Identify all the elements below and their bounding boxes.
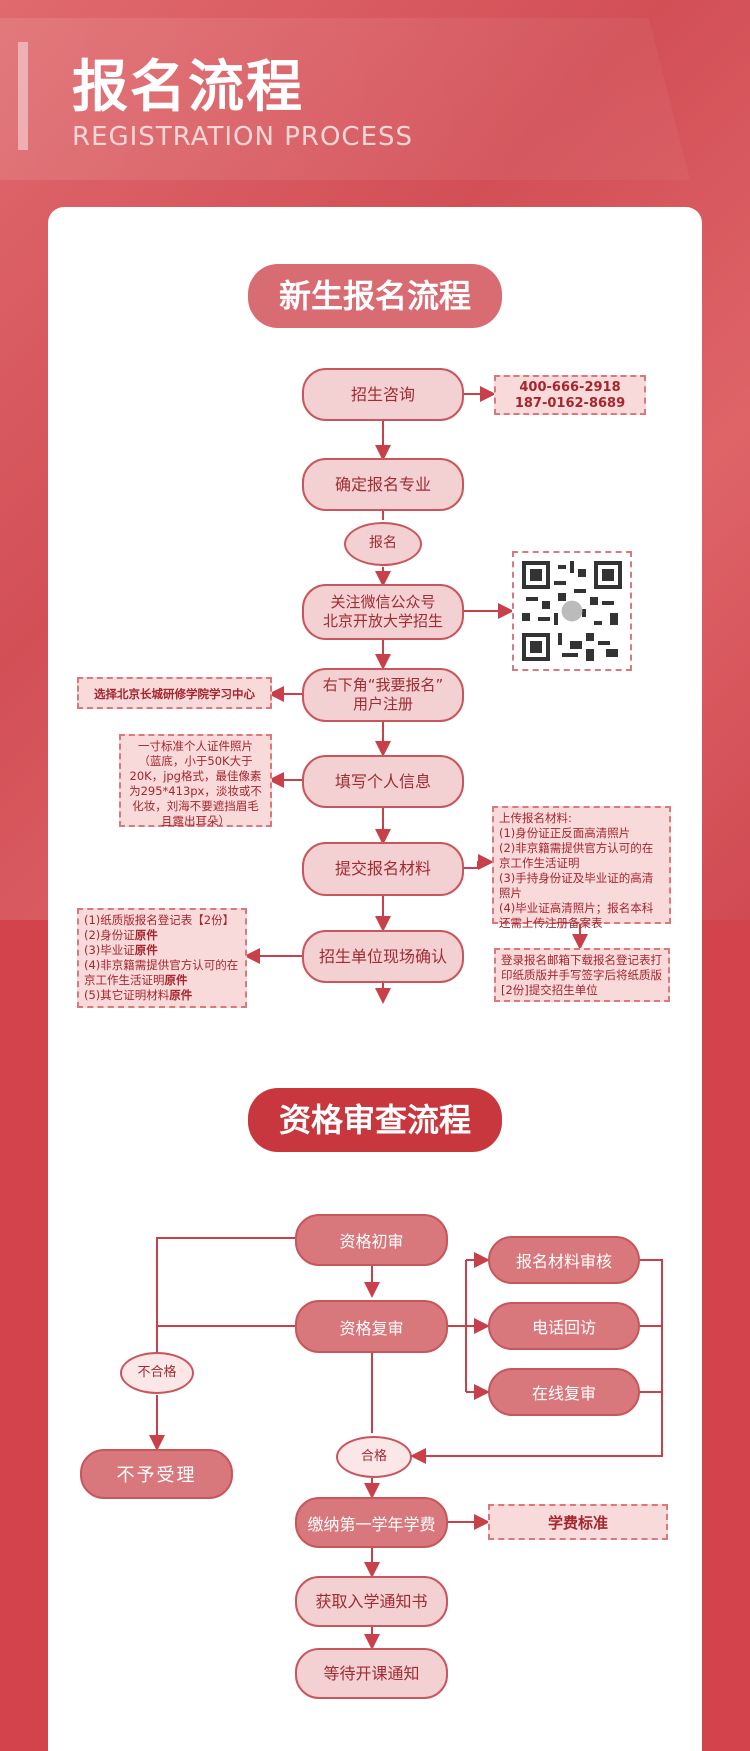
upload-note-line: (3)手持身份证及毕业证的高清照片 [499,870,654,900]
step-pay-tuition: 缴纳第一学年学费 [295,1497,448,1548]
upload-note-line: (1)身份证正反面高清照片 [499,825,631,840]
photo-requirement-note: 一寸标准个人证件照片 （蓝底，小于50K大于 20K，jpg格式，最佳像素 为2… [119,734,272,828]
check-online-review: 在线复审 [488,1368,640,1416]
step-fill-info: 填写个人信息 [302,755,464,808]
page-subtitle: REGISTRATION PROCESS [72,122,414,152]
step-onsite-confirm: 招生单位现场确认 [302,930,464,983]
result-pass: 合格 [336,1436,412,1478]
confirm-note-line: (3)毕业证原件 [84,942,158,957]
result-fail: 不合格 [120,1352,194,1394]
upload-materials-note: 上传报名材料: (1)身份证正反面高清照片 (2)非京籍需提供官方认可的在京工作… [492,806,671,930]
step-first-review: 资格初审 [295,1214,448,1266]
confirm-note-line: (1)纸质版报名登记表【2份】 [84,913,235,927]
learning-center-note: 选择北京长城研修学院学习中心 [77,677,272,709]
upload-note-line: (4)毕业证高清照片；报名本科还需上传注册备案表 [499,900,654,930]
step-user-register: 右下角“我要报名” 用户注册 [302,668,464,722]
tuition-standard-note: 学费标准 [488,1504,668,1540]
onsite-confirm-note: (1)纸质版报名登记表【2份】 (2)身份证原件 (3)毕业证原件 (4)非京籍… [77,908,247,1008]
phone-note: 400-666-2918 187-0162-8689 [494,375,646,415]
header-panel [0,18,690,180]
step-follow-wechat: 关注微信公众号 北京开放大学招生 [302,584,464,640]
header-stripe [18,42,28,150]
section-title-qualification: 资格审查流程 [248,1088,502,1152]
check-materials: 报名材料审核 [488,1236,640,1284]
confirm-note-line: (5)其它证明材料原件 [84,987,193,1002]
step-admission-notice: 获取入学通知书 [295,1576,448,1627]
step-await-class: 等待开课通知 [295,1648,448,1699]
step-consult: 招生咨询 [302,368,464,421]
step-second-review: 资格复审 [295,1300,448,1353]
page-title: 报名流程 [72,55,304,120]
qr-code-icon [522,561,622,661]
step-register: 报名 [344,522,422,566]
download-form-note: 登录报名邮箱下载报名登记表打印纸质版并手写签字后将纸质版[2份]提交招生单位 [494,948,670,1002]
result-reject: 不予受理 [80,1449,233,1499]
step-submit-materials: 提交报名材料 [302,842,464,896]
confirm-note-line: (4)非京籍需提供官方认可的在京工作生活证明原件 [84,957,239,987]
confirm-note-line: (2)身份证原件 [84,927,158,942]
upload-note-line: (2)非京籍需提供官方认可的在京工作生活证明 [499,840,654,870]
check-phone-visit: 电话回访 [488,1302,640,1350]
step-choose-major: 确定报名专业 [302,458,464,511]
section-title-registration: 新生报名流程 [248,264,502,328]
upload-note-line: 上传报名材料: [499,811,572,825]
qr-code [512,551,632,671]
